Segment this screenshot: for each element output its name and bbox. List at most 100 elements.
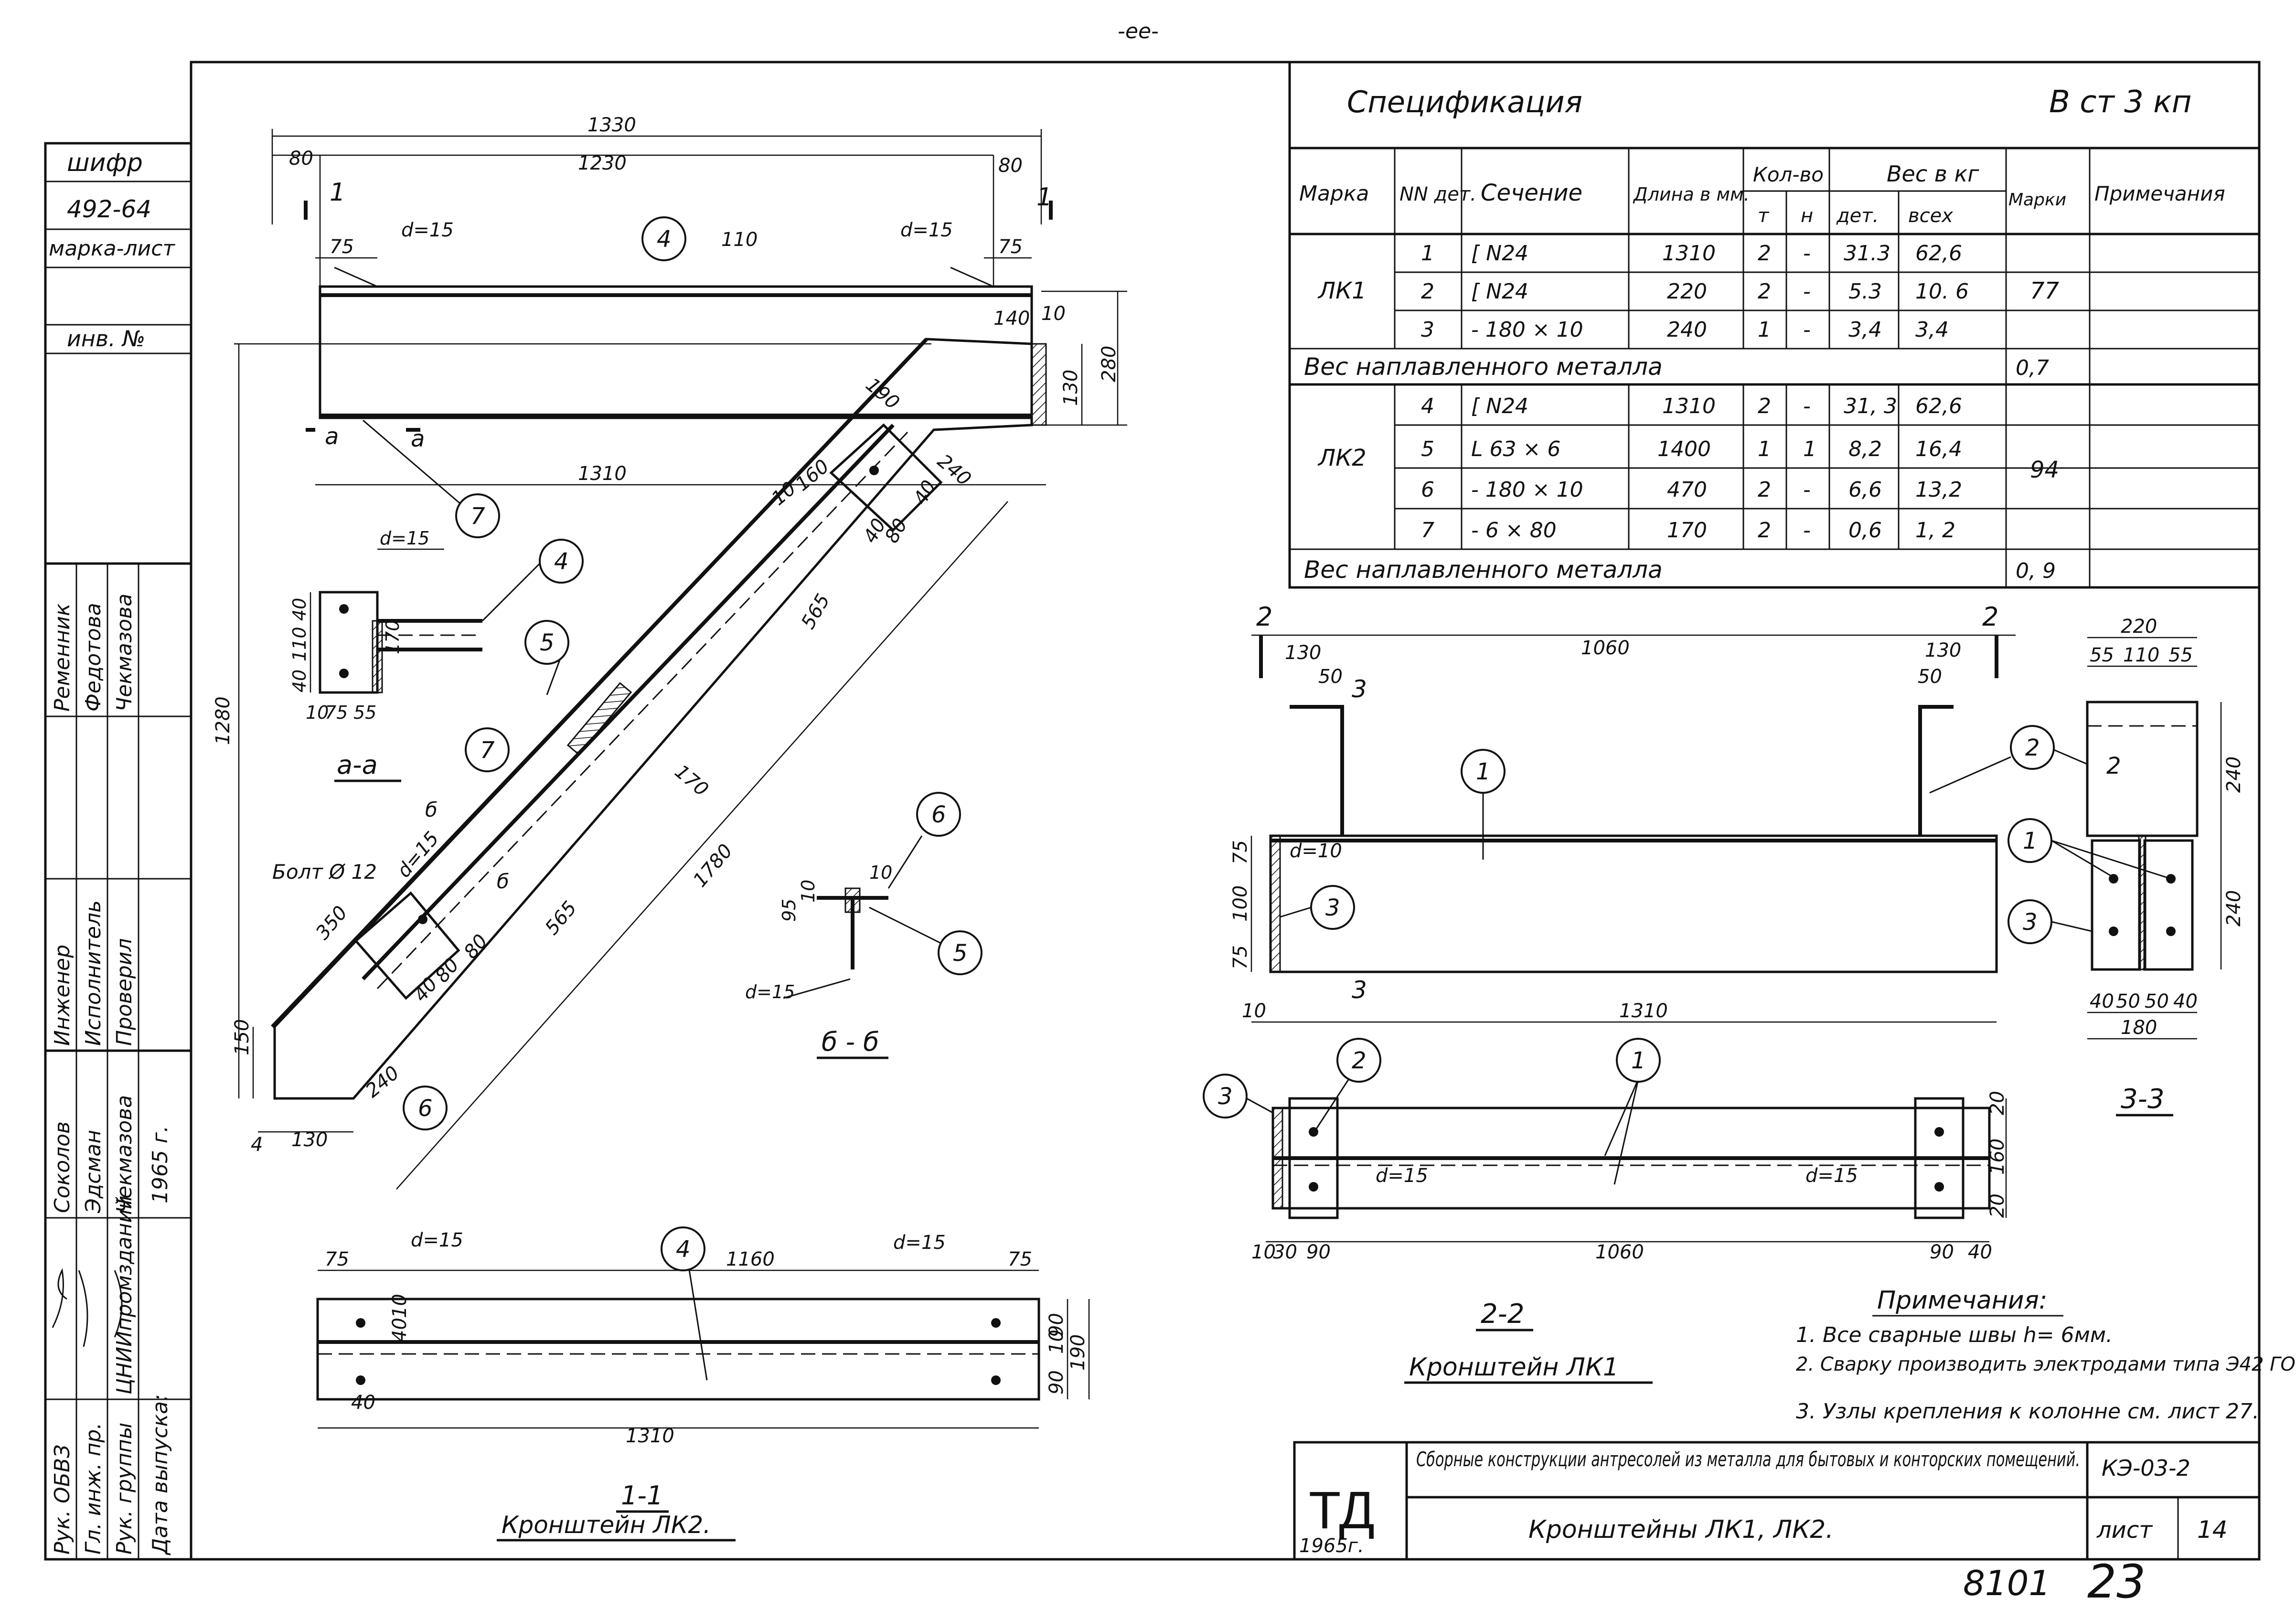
inv-label: инв. № [67, 326, 145, 351]
callout-1-33 [2008, 818, 2052, 863]
view-1-1: 75 d=15 1160 d=15 75 10 40 40 90 10 90 1… [316, 1226, 1090, 1542]
stamp-name-3: Чекмазова [112, 594, 137, 712]
tb-sheet-title: Кронштейны ЛК1, ЛК2. [1528, 1515, 1834, 1544]
dim-565-bottom: 565 [541, 897, 581, 939]
stamp-role-1: Инженер [50, 945, 75, 1046]
callout-7-top-label: 7 [470, 503, 485, 530]
callout-1-plan [1616, 1038, 1661, 1083]
dim-350: 350 [311, 902, 352, 944]
stamp-name-2: Федотова [81, 603, 106, 712]
g1r1-n: 1 [1421, 241, 1434, 266]
dim-280: 280 [1098, 346, 1120, 382]
header-mark: -ee- [1118, 19, 1159, 43]
aa-dim-10: 10 [306, 702, 329, 723]
section-mark-b-top: б [425, 798, 438, 821]
g2r3-section: - 180 × 10 [1471, 478, 1583, 502]
aa-dim-75: 75 [325, 702, 348, 723]
stamp-date-label: Дата выпуска: [148, 1394, 172, 1555]
g2r4-length: 170 [1667, 518, 1707, 543]
callout-4-11 [661, 1226, 705, 1271]
callout-6-diag-label: 6 [418, 1095, 433, 1122]
dim-40b: 40 [909, 477, 940, 509]
plan-dim-20a: 20 [1986, 1091, 2008, 1115]
v11-dim-1160: 1160 [726, 1248, 775, 1270]
g2r2-h: 1 [1803, 437, 1816, 461]
bolt-label: Болт Ø 12 [272, 860, 377, 884]
plan-dim-d15-right: d=15 [1805, 1165, 1858, 1187]
bb-dim-d15: d=15 [745, 981, 795, 1002]
dim-565-top: 565 [797, 590, 834, 633]
section-bb: 10 95 10 d=15 б - б 6 5 [745, 792, 982, 1059]
stamp-org: ЦНИИпромзданий [112, 1195, 137, 1395]
callout-2-22 [2010, 725, 2055, 770]
g1r2-length: 220 [1667, 279, 1707, 304]
dim-80-left: 80 [289, 148, 313, 170]
dim-150: 150 [231, 1019, 253, 1055]
callout-2-33-label: 2 [2106, 753, 2121, 779]
dim-80b: 80 [459, 930, 492, 963]
notes-title: Примечания: [1877, 1286, 2047, 1315]
bolt-hole-top [869, 466, 879, 475]
callout-3-22 [1310, 885, 1355, 930]
group2-weld-value: 0, 9 [2016, 559, 2056, 583]
tb-code: КЭ-03-2 [2102, 1455, 2190, 1481]
stamp-role-3: Проверил [112, 938, 137, 1046]
callout-7-diag-label: 7 [480, 737, 495, 764]
hdr-w-all: всех [1908, 205, 1953, 227]
g1r3-n: 3 [1421, 318, 1434, 342]
tb-year: 1965г. [1299, 1535, 1364, 1557]
hdr-note: Примечания [2094, 182, 2225, 205]
tb-project: Сборные конструкции антресолей из металл… [1416, 1448, 2080, 1471]
hole-plan-d [1934, 1182, 1944, 1192]
s33-title: 3-3 [2121, 1084, 2164, 1115]
view-2-2: 2 2 3 3 130 1060 130 50 50 75 100 75 d=1… [1229, 602, 2055, 1384]
v22-mark-3-top: 3 [1352, 675, 1367, 703]
v11-dim-75-left: 75 [325, 1248, 349, 1270]
g2r1-section: [ N24 [1471, 394, 1528, 418]
dim-80a: 80 [881, 515, 912, 547]
stamp-name-6: Чекмазова [112, 1095, 137, 1213]
stamp-role-4: Рук. ОБВЗ [50, 1445, 75, 1555]
hole-33-b [2109, 927, 2118, 936]
callout-3-33 [2008, 899, 2052, 944]
callout-7-diag [465, 727, 510, 772]
g2r1-h: - [1803, 394, 1811, 418]
s33-dim-50b: 50 [2145, 991, 2169, 1012]
v22-dim-d10: d=10 [1290, 840, 1342, 862]
g1r3-length: 240 [1667, 318, 1707, 342]
callout-4-11-label: 4 [676, 1236, 691, 1263]
g1r2-h: - [1803, 279, 1811, 304]
section-mark-a-left: а [325, 423, 339, 450]
group2-total: 94 [2030, 457, 2059, 483]
dim-190: 190 [862, 373, 904, 414]
section-mark-b-bottom: б [497, 870, 509, 893]
hdr-w-mark: Марки [2008, 190, 2066, 210]
stamp-role-6: Рук. группы [112, 1423, 137, 1555]
dim-110: 110 [721, 229, 758, 251]
hole-aa-bottom [339, 669, 349, 678]
g2r1-all: 62,6 [1915, 394, 1962, 418]
hdr-qty-t: т [1758, 205, 1770, 227]
section-mark-a-right: а [411, 426, 425, 452]
marka-list-label: марка-лист [49, 236, 175, 261]
bb-dim-95: 95 [779, 899, 800, 922]
v11-dim-190: 190 [1067, 1334, 1089, 1371]
v22-dim-1310: 1310 [1619, 1000, 1668, 1022]
hole-33-d [2166, 927, 2176, 936]
plan-dim-10: 10 [1251, 1241, 1276, 1263]
v22-subtitle: Кронштейн ЛК1 [1409, 1353, 1619, 1382]
v11-title: 1-1 [621, 1481, 663, 1511]
callout-5-diag [524, 620, 569, 665]
g1r2-all: 10. 6 [1915, 279, 1969, 304]
g1r3-det: 3,4 [1848, 318, 1882, 342]
hdr-qty: Кол-во [1753, 163, 1824, 186]
bb-dim-10: 10 [869, 862, 892, 883]
g2r3-h: - [1803, 478, 1811, 502]
shifr-label: шифр [67, 149, 143, 177]
callout-3-22-label: 3 [1325, 895, 1340, 921]
notes: Примечания: 1. Все сварные швы h= 6мм. 2… [1796, 1286, 2296, 1424]
s33-dim-240b: 240 [2223, 890, 2245, 927]
tdlogo: ТД [1309, 1481, 1375, 1540]
v11-dim-d15-right: d=15 [893, 1232, 946, 1254]
v11-dim-10b: 10 [1046, 1330, 1068, 1354]
